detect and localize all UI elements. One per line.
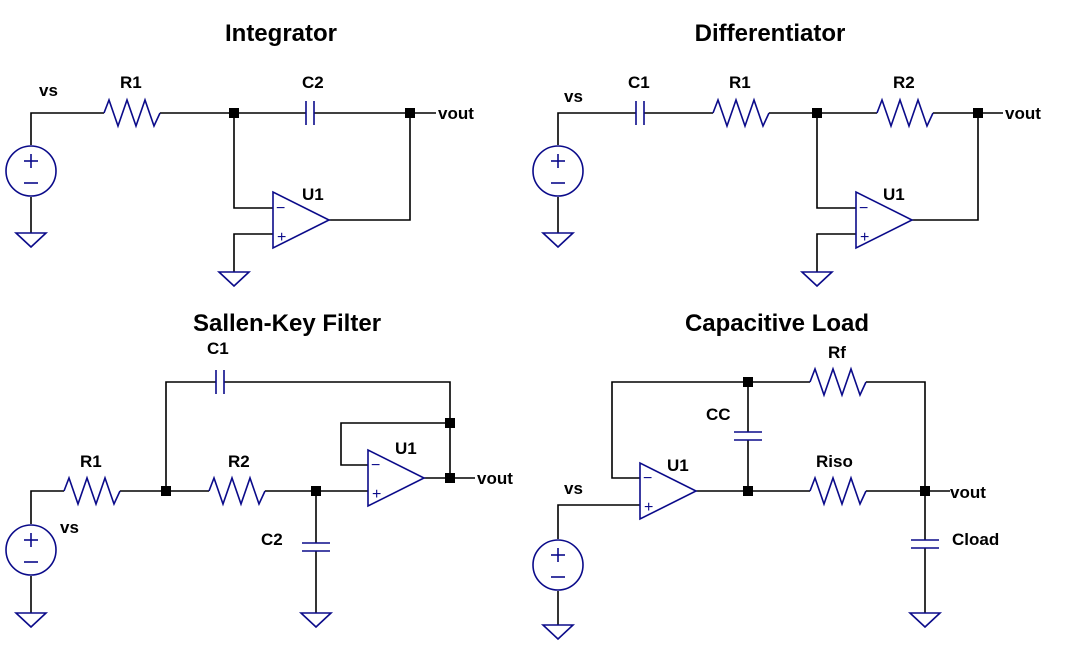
integrator-circuit: Integrator − + vs R1 C2 U1 vout [5,20,474,287]
sallen-key-circuit: Sallen-Key Filter − + vs C1 R1 R2 C2 U1 [5,310,513,628]
capacitor2-label: C2 [261,530,283,549]
resistor-label: R1 [120,73,142,92]
resistor1-label: R1 [80,452,102,471]
load-capacitor-label: Cload [952,530,999,549]
ground-icon [542,624,574,640]
output-label: vout [1005,104,1041,123]
resistor-r1-icon [103,99,161,127]
source-label: vs [60,518,79,537]
capacitor1-label: C1 [207,339,229,358]
opamp-label: U1 [883,185,905,204]
resistor2-label: R2 [893,73,915,92]
opamp-plus-label: + [644,499,653,516]
junction-node [445,473,455,483]
capacitive-load-circuit: Capacitive Load − + vs Rf CC Riso Cload … [532,310,999,640]
voltage-source-icon [532,145,584,197]
capacitor-cc-icon [733,431,763,441]
ground-icon [218,271,250,287]
capacitor-c2-icon [301,542,331,552]
comp-capacitor-label: CC [706,405,731,424]
junction-node [311,486,321,496]
resistor-r2-icon [208,477,266,505]
junction-node [161,486,171,496]
resistor-r1-icon [712,99,770,127]
capacitor-c2-icon [305,100,315,126]
opamp-minus-label: − [276,200,285,217]
opamp-minus-label: − [371,457,380,474]
resistor-r2-icon [876,99,934,127]
ground-icon [542,232,574,248]
capacitor-label: C2 [302,73,324,92]
source-label: vs [564,87,583,106]
voltage-source-icon [532,539,584,591]
feedback-resistor-label: Rf [828,343,846,362]
ground-icon [300,612,332,628]
junction-node [973,108,983,118]
resistor-r1-icon [63,477,121,505]
output-label: vout [477,469,513,488]
output-label: vout [950,483,986,502]
sallen-key-title: Sallen-Key Filter [193,310,381,337]
resistor1-label: R1 [729,73,751,92]
output-label: vout [438,104,474,123]
differentiator-title: Differentiator [695,20,846,47]
capacitor-c1-icon [215,369,225,395]
resistor2-label: R2 [228,452,250,471]
junction-node [229,108,239,118]
opamp-plus-label: + [860,229,869,246]
integrator-title: Integrator [225,20,337,47]
opamp-label: U1 [667,456,689,475]
opamp-minus-label: − [859,200,868,217]
opamp-plus-label: + [277,229,286,246]
junction-node [812,108,822,118]
opamp-label: U1 [302,185,324,204]
voltage-source-icon [5,145,57,197]
capacitor-label: C1 [628,73,650,92]
voltage-source-icon [5,524,57,576]
junction-node [445,418,455,428]
ground-icon [909,612,941,628]
iso-resistor-label: Riso [816,452,853,471]
resistor-riso-icon [809,477,867,505]
junction-node [920,486,930,496]
differentiator-circuit: Differentiator − + vs C1 R1 R2 U1 vout [532,20,1041,287]
opamp-plus-label: + [372,486,381,503]
junction-node [743,486,753,496]
resistor-rf-icon [809,368,867,396]
junction-node [743,377,753,387]
ground-icon [15,612,47,628]
capacitor-cload-icon [910,539,940,549]
source-label: vs [564,479,583,498]
junction-node [405,108,415,118]
opamp-minus-label: − [643,470,652,487]
capacitive-load-title: Capacitive Load [685,310,869,337]
ground-icon [15,232,47,248]
opamp-label: U1 [395,439,417,458]
capacitor-c1-icon [635,100,645,126]
ground-icon [801,271,833,287]
source-label: vs [39,81,58,100]
